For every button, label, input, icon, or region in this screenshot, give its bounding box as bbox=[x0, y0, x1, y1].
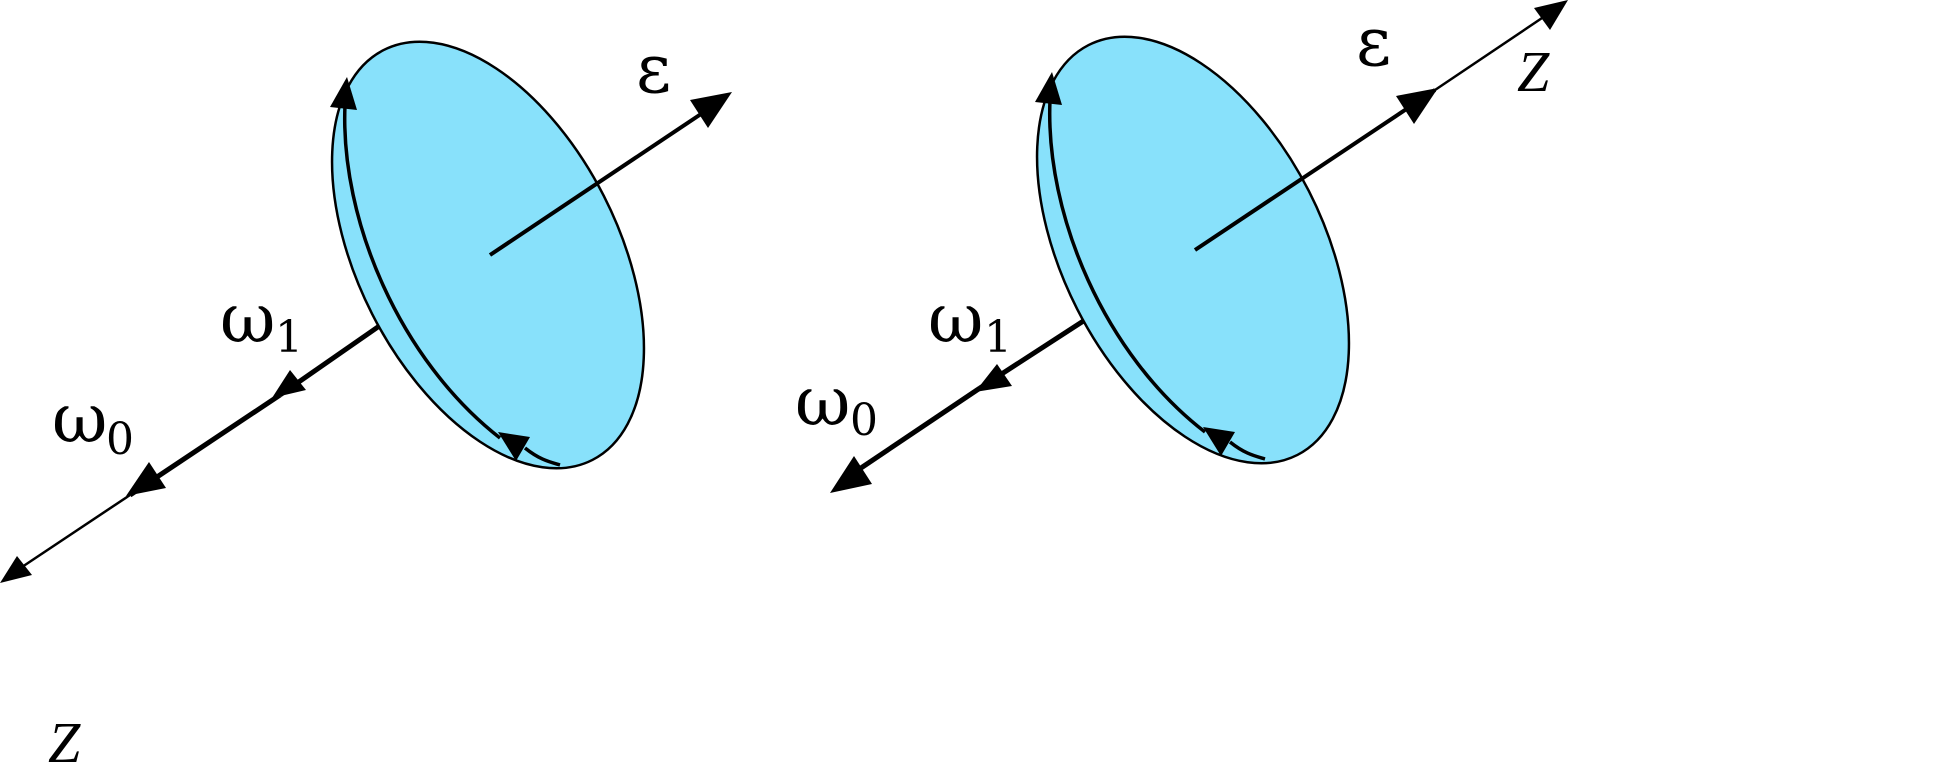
right-omega1-subscript: 1 bbox=[984, 312, 1012, 363]
right-diagram: ε ω 1 ω 0 Z bbox=[795, 0, 1568, 493]
left-omega1-subscript: 1 bbox=[275, 312, 303, 363]
right-omega0-label: ω bbox=[795, 363, 850, 442]
right-epsilon-vector bbox=[1193, 88, 1437, 252]
left-epsilon-label: ε bbox=[636, 30, 671, 109]
right-omega1-arrowhead bbox=[975, 364, 1012, 392]
right-disk-rim-bottom bbox=[1228, 440, 1266, 461]
right-rotation-arrowhead-top bbox=[1035, 72, 1062, 105]
left-omega0-arrowhead bbox=[126, 462, 166, 496]
right-omega0-vector bbox=[856, 385, 982, 473]
left-omega0-subscript: 0 bbox=[106, 414, 134, 465]
right-rotating-disk bbox=[1035, 35, 1351, 465]
left-omega0-label: ω bbox=[52, 380, 107, 459]
left-z-arrowhead bbox=[0, 556, 32, 583]
right-omega0-arrowhead bbox=[830, 456, 872, 493]
right-z-axis-line bbox=[1434, 14, 1546, 92]
right-disk-rim-arc bbox=[1047, 99, 1207, 434]
left-epsilon-vector bbox=[488, 106, 712, 257]
right-z-label: Z bbox=[1517, 39, 1550, 104]
left-diagram: ε ω 1 ω 0 Z bbox=[0, 30, 732, 765]
right-epsilon-label: ε bbox=[1356, 3, 1391, 82]
right-epsilon-arrowhead bbox=[1396, 88, 1438, 124]
left-z-axis-line bbox=[21, 493, 131, 569]
left-omega1-label: ω bbox=[220, 280, 275, 359]
right-omega0-subscript: 0 bbox=[850, 395, 878, 446]
left-rotating-disk bbox=[330, 40, 646, 470]
right-z-arrowhead bbox=[1534, 0, 1568, 30]
left-rotation-arrowhead-bottom bbox=[498, 432, 530, 461]
left-disk-rim-bottom bbox=[523, 446, 561, 467]
right-rotation-arrowhead-bottom bbox=[1203, 427, 1235, 456]
left-omega1-arrowhead bbox=[272, 370, 306, 398]
left-rotation-arrowhead-top bbox=[330, 77, 357, 110]
right-omega1-label: ω bbox=[928, 280, 983, 359]
left-disk-rim-arc bbox=[342, 104, 502, 440]
left-z-label: Z bbox=[48, 710, 81, 765]
left-epsilon-arrowhead bbox=[690, 92, 732, 128]
